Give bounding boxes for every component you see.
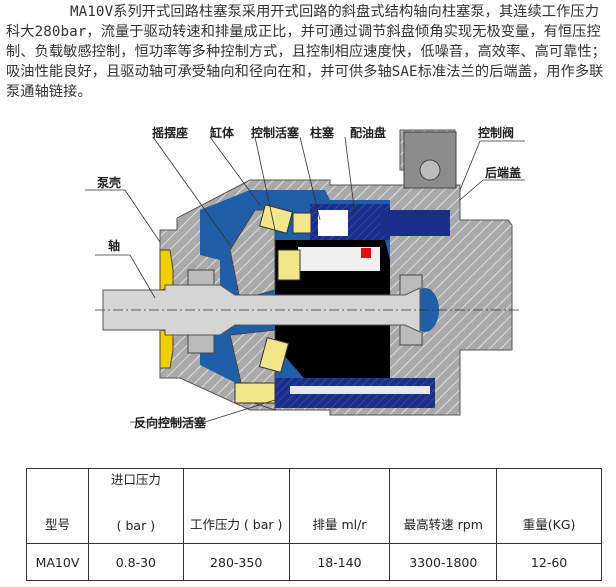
label-shaft: 轴 — [108, 238, 120, 253]
table-row: MA10V 0.8-30 280-350 18-140 3300-1800 12… — [26, 543, 602, 581]
label-control-piston: 控制活塞 — [251, 125, 300, 140]
shaft-seal — [159, 249, 174, 291]
header-max-speed: 最高转速 rpm — [389, 468, 498, 544]
cell-working-pressure: 280-350 — [182, 543, 290, 581]
header-displacement: 排量 ml/r — [288, 468, 391, 544]
header-working-pressure: 工作压力 ( bar ) — [182, 468, 290, 544]
label-valve-plate: 配油盘 — [350, 125, 386, 140]
label-control-valve: 控制阀 — [478, 125, 514, 140]
header-weight: 重量(KG) — [496, 468, 602, 544]
header-inlet-pressure: 进口压力( bar ) — [87, 468, 184, 544]
table-header-row: 型号 进口压力( bar ) 工作压力 ( bar ) 排量 ml/r 最高转速… — [26, 468, 602, 544]
label-housing: 泵壳 — [97, 175, 121, 190]
header-model: 型号 — [26, 468, 89, 544]
spec-table: 型号 进口压力( bar ) 工作压力 ( bar ) 排量 ml/r 最高转速… — [26, 468, 602, 581]
intro-text: MA10V系列开式回路柱塞泵采用开式回路的斜盘式结构轴向柱塞泵，其连续工作压力科… — [6, 4, 607, 100]
cell-inlet-pressure: 0.8-30 — [87, 543, 184, 581]
pump-cross-section-diagram: 摇摆座 缸体 控制活塞 柱塞 配油盘 控制阀 后端盖 泵壳 轴 反向控制活塞 — [85, 125, 525, 430]
intro-paragraph: MA10V系列开式回路柱塞泵采用开式回路的斜盘式结构轴向柱塞泵，其连续工作压力科… — [6, 2, 610, 102]
label-piston: 柱塞 — [310, 125, 335, 140]
cell-weight: 12-60 — [496, 543, 602, 581]
label-swash-seat: 摇摆座 — [152, 125, 188, 140]
cell-model: MA10V — [26, 543, 89, 581]
cell-max-speed: 3300-1800 — [389, 543, 498, 581]
label-rear-cover: 后端盖 — [485, 165, 521, 180]
label-cylinder: 缸体 — [210, 125, 235, 140]
cell-displacement: 18-140 — [288, 543, 391, 581]
label-reverse-control-piston: 反向控制活塞 — [134, 415, 207, 430]
